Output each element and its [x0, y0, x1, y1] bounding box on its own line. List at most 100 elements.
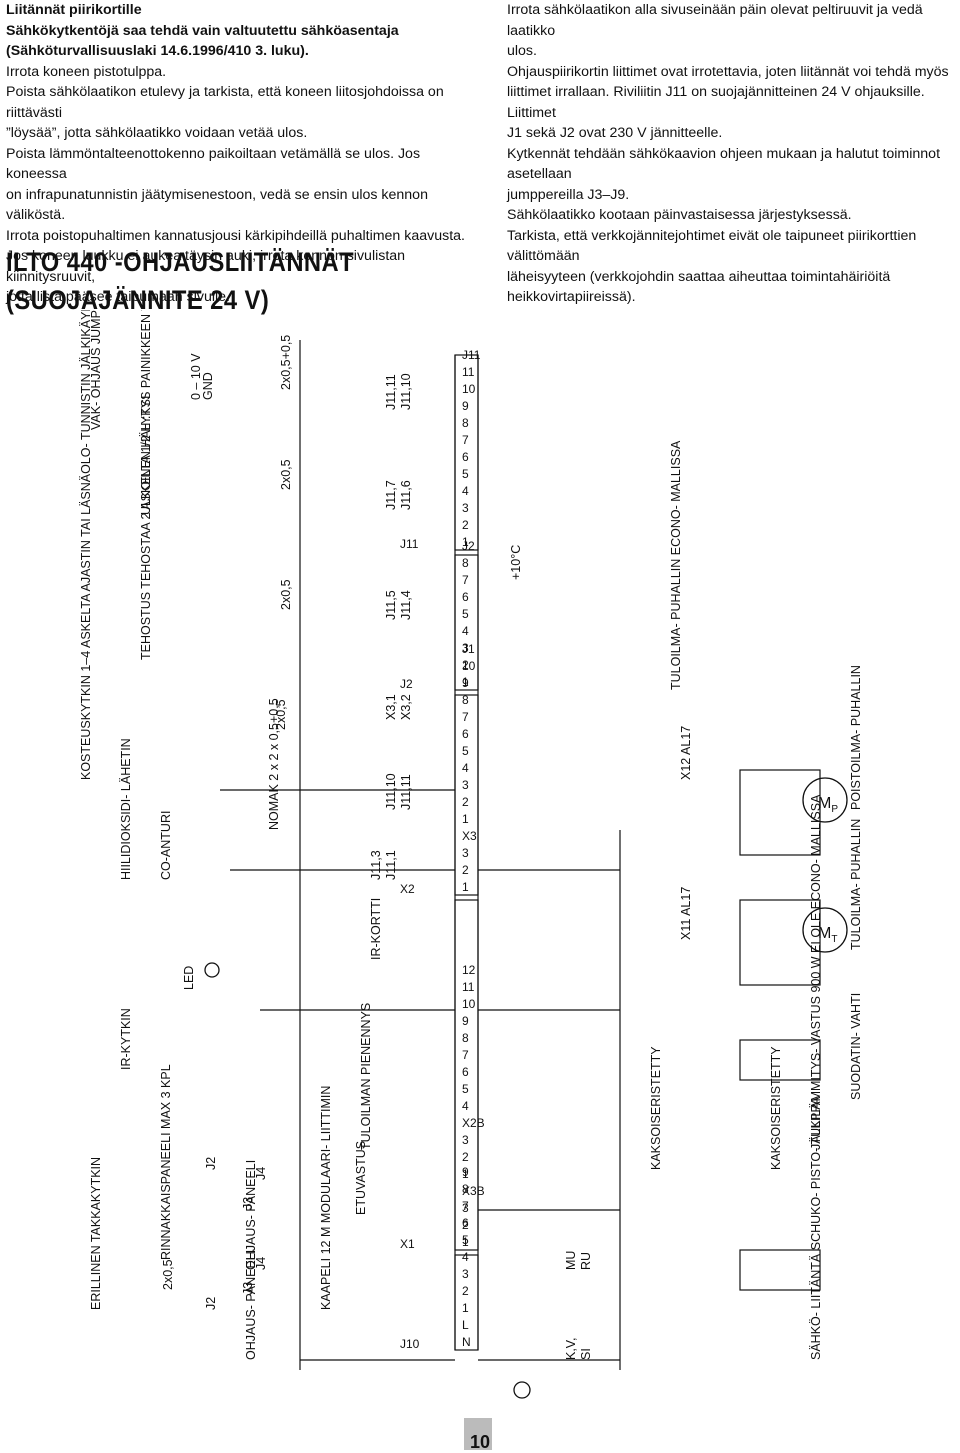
connector-pin: 12 [462, 963, 476, 977]
right-text-column: Irrota sähkölaatikon alla sivuseinään pä… [507, 0, 955, 308]
terminal-label-5: J11,4 [399, 590, 413, 620]
device-label-15: ETUVASTUS [354, 1141, 368, 1215]
connector-pin: 6 [462, 1065, 469, 1079]
device-label-11: NOMAK 2 x 2 x 0,5+0,5 [267, 698, 281, 830]
text-line: Jos koneen luukku ei aukea täysin auki, … [6, 248, 406, 285]
text-line: Poista sähkölaatikon etulevy ja tarkista… [6, 84, 444, 121]
connector-pin: J2 [462, 539, 475, 553]
panel-label-5: J3 [241, 1197, 255, 1210]
terminal-label-7: X3,2 [399, 694, 413, 720]
text-line: ulos. [507, 43, 537, 59]
device-label-16: TULOILMAN PIENENNYS [359, 1003, 373, 1150]
connector-pin: 2 [462, 1218, 469, 1232]
text-line: jumppereilla J3–J9. [507, 186, 630, 203]
connector-pin: 2 [462, 795, 469, 809]
connector-pin: 3 [462, 846, 469, 860]
panel-label-2: J3 [241, 1282, 255, 1295]
terminal-label-11: J11,11 [399, 774, 413, 810]
text-line: Kytkennät tehdään sähkökaavion ohjeen mu… [507, 145, 941, 183]
connector-pin: 6 [462, 450, 469, 464]
connector-pin: 3 [462, 1201, 469, 1215]
connector-pin: 5 [462, 1082, 469, 1096]
wire-color-0: K,V, [564, 1338, 578, 1360]
text-line: heikkovirtapiireissä). [507, 289, 636, 305]
connector-pin: 9 [462, 1165, 469, 1179]
device-label-14: IR-KORTTI [369, 898, 383, 960]
device-label-8: ULKOINEN HÄLYTYS PAINIKKEEN VAPAAT VALOT… [139, 310, 153, 515]
connector-pin: 9 [462, 1014, 469, 1028]
connector-pin: 3 [462, 778, 469, 792]
left-text-column: Liitännät piirikortille Sähkökytkentöjä … [6, 0, 476, 308]
connector-pin: 4 [462, 1099, 469, 1113]
connector-pin: 4 [462, 624, 469, 638]
connector-pin: 3 [462, 1133, 469, 1147]
text-line: ”löysää”, jotta sähkölaatikko voidaan ve… [6, 125, 308, 141]
device-label-27: +10°C [509, 545, 523, 580]
connector-pin: 5 [462, 607, 469, 621]
subheading-2: (Sähköturvallisuuslaki 14.6.1996/410 3. … [6, 43, 309, 59]
terminal-label-6: X3,1 [384, 694, 398, 720]
connector-pin: 2 [462, 863, 469, 877]
connector-pin: 7 [462, 710, 469, 724]
text-line: Irrota koneen pistotulppa. [6, 63, 167, 80]
device-label-4: LED [182, 966, 196, 990]
connector-pin: 8 [462, 1182, 469, 1196]
connector-pin: N [462, 1335, 471, 1349]
wiring-diagram: ERILLINEN TAKKAKYTKINIR-KYTKINHIILIDIOKS… [79, 310, 863, 1399]
text-line: Poista lämmöntalteenottokenno paikoiltaa… [6, 145, 421, 183]
panel-label-1: OHJAUS- PANEELI [244, 1160, 258, 1270]
connector-pin: 2 [462, 1284, 469, 1298]
connector-pin: 1 [462, 1167, 469, 1181]
panel-label-7: J2 [204, 1157, 218, 1170]
connector-pin: 7 [462, 1048, 469, 1062]
device-label-19: SUODATIN- VAHTI [849, 993, 863, 1100]
text-line: liittimet irrallaan. Riviliitin J11 on s… [507, 84, 925, 121]
device-label-7: TEHOSTUS TEHOSTAA 2 ASKELTA 1/2 H :KSI [139, 396, 153, 660]
device-label-3: CO-ANTURI [159, 811, 173, 880]
cable-label-1: 2x0,5 [274, 699, 288, 730]
device-label-5: RINNAKKAISPANEELI MAX 3 KPL [159, 1064, 173, 1260]
connector-pin: 4 [462, 761, 469, 775]
text-line: Sähkölaatikko kootaan päinvastaisessa jä… [507, 207, 852, 223]
connector-pin: 9 [462, 676, 469, 690]
ground-symbol [513, 1381, 531, 1399]
terminal-label-8: J11,1 [384, 850, 398, 880]
panel-label-4: J2 [204, 1297, 218, 1310]
connector-pin: 4 [462, 484, 469, 498]
device-label-13: GND [201, 372, 215, 400]
text-line: J1 sekä J2 ovat 230 V jännitteelle. [507, 125, 723, 141]
connector-pin: J1 [462, 642, 475, 656]
device-label-2: HIILIDIOKSIDI- LÄHETIN [119, 738, 133, 880]
device-label-20: TULOILMA- PUHALLIN [849, 819, 863, 950]
connector-pin: 8 [462, 693, 469, 707]
connector-pin: X2B [462, 1116, 485, 1130]
text-line: Tarkista, että verkkojännitejohtimet eiv… [507, 227, 917, 265]
terminal-label-0: J11,11 [384, 374, 398, 410]
connector-pin: 5 [462, 744, 469, 758]
connector-pin: 11 [462, 365, 475, 379]
connector-pin: 4 [462, 1250, 469, 1264]
led-symbol [204, 962, 220, 978]
panel-label-6: J4 [254, 1167, 268, 1180]
cable-label-0: 2x0,5 [161, 1259, 175, 1290]
connector-pin: 6 [462, 727, 469, 741]
device-label-26: X12 AL17 [679, 726, 693, 780]
connector-pin: 8 [462, 416, 469, 430]
connector-pin: 1 [462, 880, 469, 894]
connector-pin: 7 [462, 573, 469, 587]
connector-pin: 6 [462, 590, 469, 604]
connector-pin: X3 [462, 829, 477, 843]
connector-pin: 8 [462, 556, 469, 570]
connector-pin: 1 [462, 535, 469, 549]
connector-group-name: J11 [400, 537, 419, 551]
connector-group-name: J2 [400, 677, 413, 691]
supply-fan-motor [802, 907, 848, 953]
connector-pin: 3 [462, 501, 469, 515]
terminal-label-10: J11,10 [384, 773, 398, 810]
panel-label-3: J4 [254, 1257, 268, 1270]
cable-label-2: 2x0,5 [279, 579, 293, 610]
connector-pin: 2 [462, 658, 469, 672]
device-label-23: KAKSOISERISTETTY [649, 1046, 663, 1170]
connector-pin: 10 [462, 382, 476, 396]
connector-pin: 5 [462, 467, 469, 481]
